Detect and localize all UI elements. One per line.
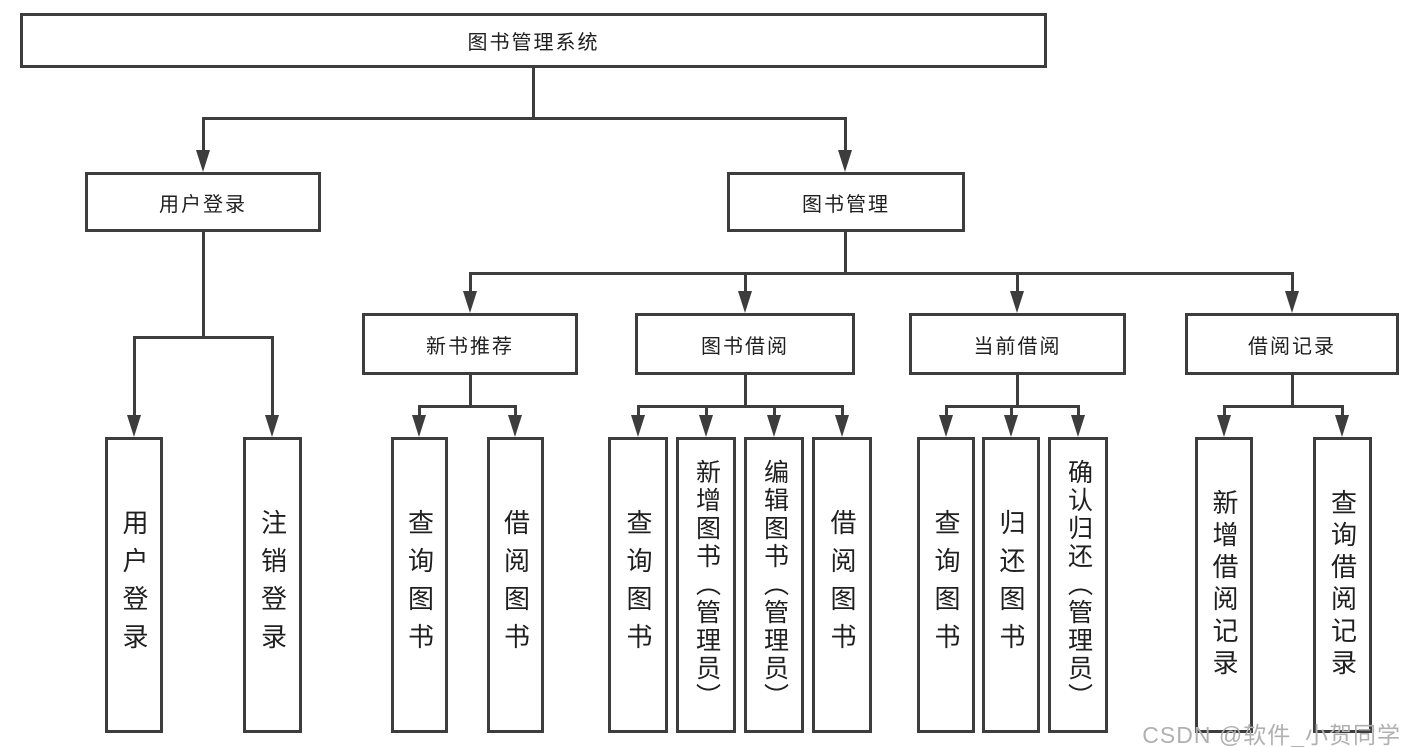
leaf-query-borrow-record: 查询借阅记录 bbox=[1313, 437, 1372, 733]
arrowhead-query-books-current bbox=[939, 415, 953, 437]
connector-drop-borrow-books-recommend bbox=[514, 405, 517, 420]
connector-current-borrowing-stem bbox=[1016, 375, 1019, 405]
leaf-user-login-label: 用户登录 bbox=[119, 509, 149, 661]
arrowhead-borrow-records bbox=[1285, 291, 1299, 313]
arrowhead-current-borrowing bbox=[1010, 291, 1024, 313]
connector-user-login-stem bbox=[202, 231, 205, 336]
connector-borrow-records-rail bbox=[1223, 405, 1344, 408]
connector-user-login-rail bbox=[133, 336, 274, 339]
connector-borrow-records-stem bbox=[1291, 375, 1294, 405]
arrowhead-leaf-user-login bbox=[127, 415, 141, 437]
connector-root-stem bbox=[532, 67, 535, 119]
leaf-edit-books-admin-label: 编辑图书（管理员） bbox=[760, 459, 789, 711]
connector-drop-add-borrow-record bbox=[1223, 405, 1226, 420]
node-borrow-records: 借阅记录 bbox=[1185, 313, 1399, 375]
leaf-query-books-recommend: 查询图书 bbox=[391, 437, 448, 733]
connector-drop-leaf-user-login bbox=[133, 336, 136, 420]
node-root-label: 图书管理系统 bbox=[467, 32, 600, 54]
connector-drop-query-books-borrowing bbox=[637, 405, 640, 420]
node-borrow-records-label: 借阅记录 bbox=[1248, 335, 1336, 358]
leaf-query-books-current: 查询图书 bbox=[917, 437, 975, 733]
connector-drop-borrow-records bbox=[1291, 272, 1294, 295]
connector-drop-new-book bbox=[469, 272, 472, 295]
node-current-borrowing-label: 当前借阅 bbox=[973, 335, 1062, 358]
connector-drop-current-borrowing bbox=[1016, 272, 1019, 295]
node-book-management-label: 图书管理 bbox=[802, 193, 890, 216]
leaf-borrow-books-borrowing-label: 借阅图书 bbox=[827, 509, 857, 661]
leaf-confirm-return-admin-label: 确认归还（管理员） bbox=[1064, 459, 1093, 711]
connector-drop-query-books-current bbox=[945, 405, 948, 420]
leaf-return-books-label: 归还图书 bbox=[996, 509, 1026, 661]
node-book-borrowing-label: 图书借阅 bbox=[701, 335, 789, 358]
leaf-query-books-current-label: 查询图书 bbox=[931, 509, 961, 661]
connector-book-borrowing-rail bbox=[637, 405, 844, 408]
leaf-query-books-borrowing: 查询图书 bbox=[608, 437, 668, 733]
leaf-add-books-admin-label: 新增图书（管理员） bbox=[692, 459, 721, 711]
node-user-login: 用户登录 bbox=[85, 172, 321, 232]
arrowhead-edit-books bbox=[767, 415, 781, 437]
arrowhead-confirm-return bbox=[1071, 415, 1085, 437]
connector-drop-query-borrow-record bbox=[1341, 405, 1344, 420]
leaf-logout-label: 注销登录 bbox=[257, 509, 288, 661]
arrowhead-user-login bbox=[196, 150, 210, 172]
connector-drop-edit-books bbox=[773, 405, 776, 420]
leaf-borrow-books-borrowing: 借阅图书 bbox=[812, 437, 872, 733]
node-user-login-label: 用户登录 bbox=[159, 193, 247, 216]
arrowhead-query-borrow-record bbox=[1335, 415, 1349, 437]
arrowhead-query-books-borrowing bbox=[631, 415, 645, 437]
connector-book-borrowing-stem bbox=[744, 375, 747, 405]
node-root: 图书管理系统 bbox=[20, 13, 1047, 68]
node-new-book-recommend: 新书推荐 bbox=[362, 313, 578, 375]
leaf-user-login: 用户登录 bbox=[105, 437, 163, 733]
node-new-book-recommend-label: 新书推荐 bbox=[426, 335, 514, 358]
leaf-confirm-return-admin: 确认归还（管理员） bbox=[1048, 437, 1108, 733]
leaf-borrow-books-recommend: 借阅图书 bbox=[487, 437, 544, 733]
arrowhead-book-management bbox=[838, 150, 852, 172]
node-current-borrowing: 当前借阅 bbox=[909, 313, 1126, 375]
connector-drop-query-books-recommend bbox=[418, 405, 421, 420]
arrowhead-query-books-recommend bbox=[412, 415, 426, 437]
leaf-add-books-admin: 新增图书（管理员） bbox=[676, 437, 736, 733]
connector-drop-book-management bbox=[844, 117, 847, 153]
connector-book-management-rail bbox=[469, 272, 1293, 275]
arrowhead-return-books bbox=[1004, 415, 1018, 437]
leaf-add-borrow-record-label: 新增借阅记录 bbox=[1209, 489, 1239, 681]
arrowhead-borrow-books-borrowing bbox=[835, 415, 849, 437]
node-book-borrowing: 图书借阅 bbox=[635, 313, 855, 375]
connector-root-rail bbox=[202, 117, 847, 120]
leaf-add-borrow-record: 新增借阅记录 bbox=[1195, 437, 1253, 733]
arrowhead-leaf-logout bbox=[265, 415, 279, 437]
arrowhead-book-borrowing bbox=[738, 291, 752, 313]
leaf-query-borrow-record-label: 查询借阅记录 bbox=[1327, 489, 1358, 681]
leaf-edit-books-admin: 编辑图书（管理员） bbox=[744, 437, 804, 733]
connector-book-management-stem bbox=[844, 231, 847, 272]
connector-new-book-rail bbox=[418, 405, 517, 408]
connector-drop-leaf-logout bbox=[271, 336, 274, 420]
leaf-return-books: 归还图书 bbox=[982, 437, 1040, 733]
connector-drop-return-books bbox=[1010, 405, 1013, 420]
leaf-borrow-books-recommend-label: 借阅图书 bbox=[500, 509, 531, 661]
leaf-query-books-borrowing-label: 查询图书 bbox=[623, 509, 653, 661]
leaf-logout: 注销登录 bbox=[243, 437, 302, 733]
arrowhead-new-book bbox=[463, 291, 477, 313]
connector-drop-borrow-books-borrowing bbox=[841, 405, 844, 420]
connector-drop-book-borrowing bbox=[744, 272, 747, 295]
connector-new-book-stem bbox=[469, 375, 472, 405]
arrowhead-borrow-books-recommend bbox=[508, 415, 522, 437]
arrowhead-add-books bbox=[699, 415, 713, 437]
connector-drop-add-books bbox=[705, 405, 708, 420]
csdn-watermark: CSDN @软件_小贺同学 bbox=[1142, 722, 1401, 747]
connector-drop-confirm-return bbox=[1077, 405, 1080, 420]
arrowhead-add-borrow-record bbox=[1217, 415, 1231, 437]
leaf-query-books-recommend-label: 查询图书 bbox=[404, 509, 435, 661]
node-book-management: 图书管理 bbox=[727, 172, 965, 232]
connector-drop-user-login bbox=[202, 117, 205, 153]
